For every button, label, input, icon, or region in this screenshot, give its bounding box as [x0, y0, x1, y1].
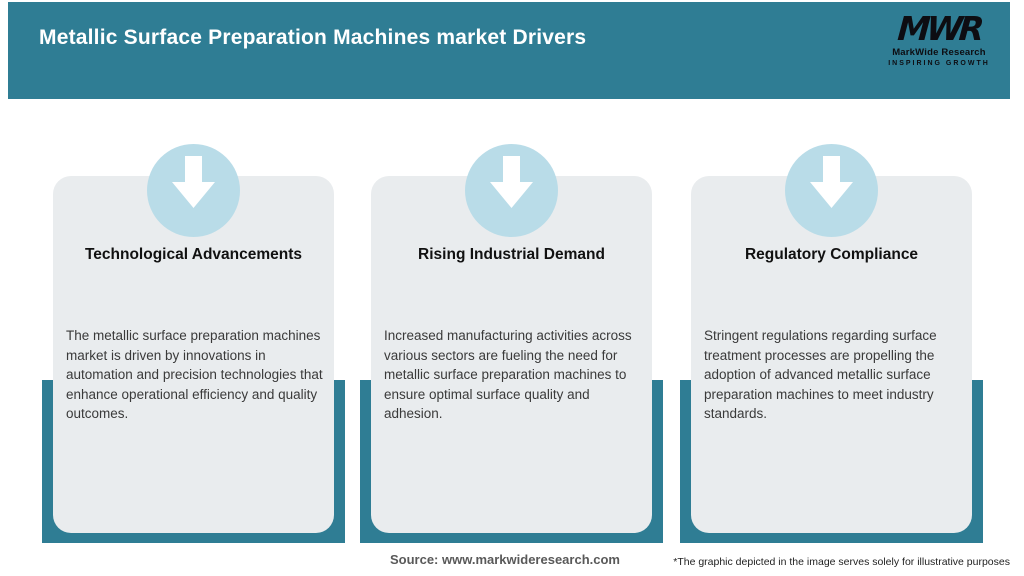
arrow-down-icon [785, 144, 878, 237]
arrow-down-icon [465, 144, 558, 237]
card-description: The metallic surface preparation machine… [66, 328, 323, 421]
card-title: Regulatory Compliance [744, 246, 919, 263]
header-band: Metallic Surface Preparation Machines ma… [8, 2, 1010, 99]
card-title: Technological Advancements [84, 246, 303, 263]
logo-name: MarkWide Research [892, 47, 986, 58]
card-description: Stringent regulations regarding surface … [704, 328, 937, 421]
driver-card-rising-industrial-demand: Rising Industrial Demand Increased manuf… [360, 144, 663, 543]
logo-mark: MWR [896, 9, 982, 48]
logo-tagline: INSPIRING GROWTH [888, 59, 990, 67]
card-description: Increased manufacturing activities acros… [384, 328, 632, 421]
arrow-down-icon [147, 144, 240, 237]
disclaimer-text: *The graphic depicted in the image serve… [673, 556, 1010, 568]
driver-card-regulatory-compliance: Regulatory Compliance Stringent regulati… [680, 144, 983, 543]
card-title: Rising Industrial Demand [418, 246, 605, 263]
driver-card-technological-advancements: Technological Advancements The metallic … [42, 144, 345, 543]
page-title: Metallic Surface Preparation Machines ma… [39, 26, 587, 49]
source-text: Source: www.markwideresearch.com [389, 552, 620, 567]
markwide-research-logo: MWR MarkWide Research INSPIRING GROWTH [884, 9, 994, 67]
